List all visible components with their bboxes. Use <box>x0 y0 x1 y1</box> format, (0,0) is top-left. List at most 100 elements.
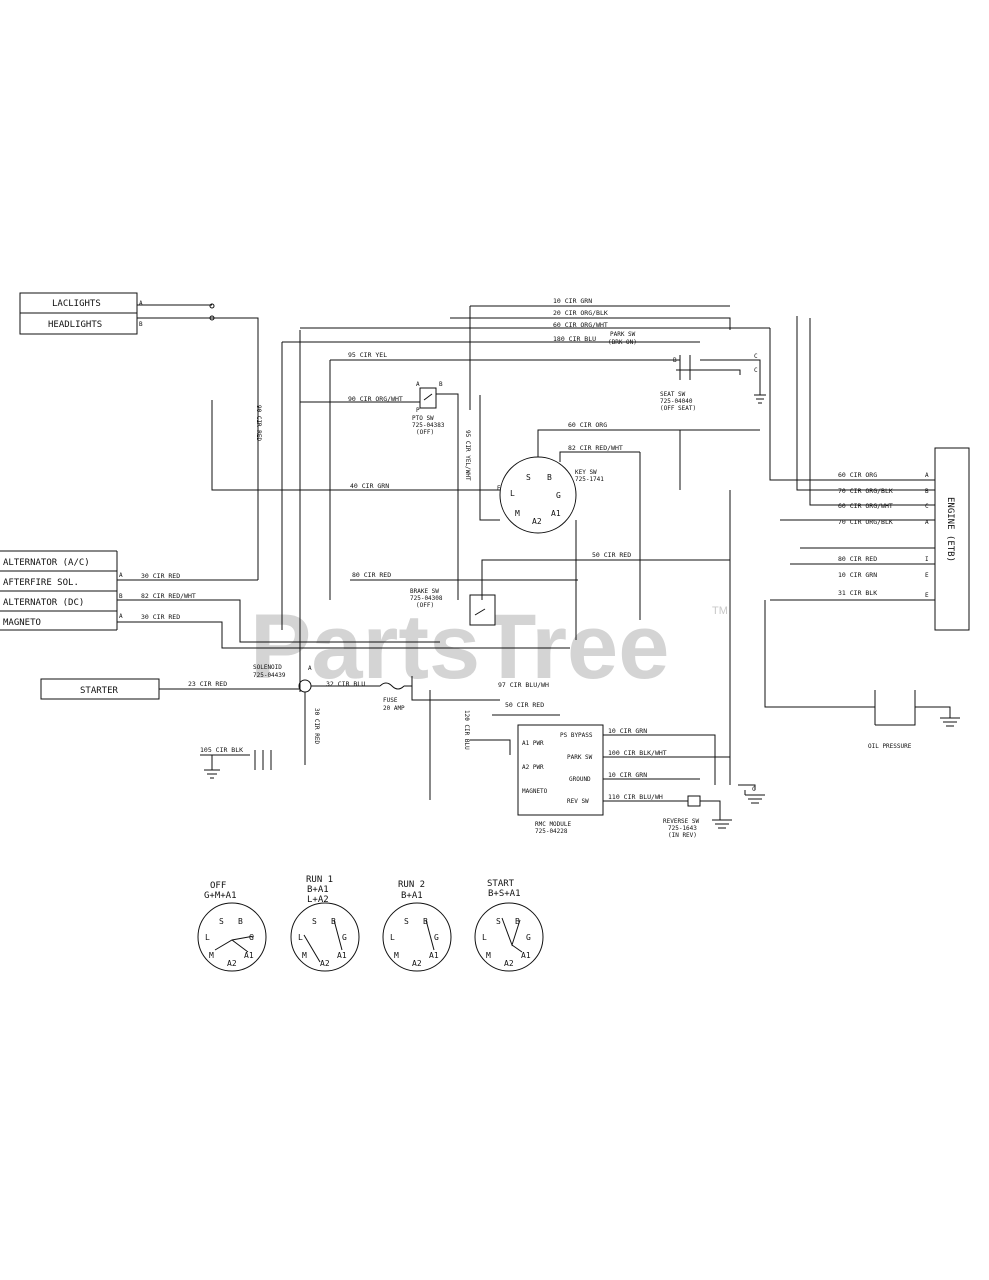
park-sw-sub: (BRK ON) <box>608 339 637 346</box>
pos-start-title: START <box>487 879 515 889</box>
engine-pin-2: B <box>925 488 929 495</box>
rmc-pin-mag: MAGNETO <box>522 788 548 795</box>
pos-off-a1: A1 <box>244 951 254 960</box>
key-b: B <box>547 473 552 482</box>
pos-run1-a1: A1 <box>337 951 347 960</box>
wire-label-w35: 120 CIR BLU <box>463 710 470 750</box>
alt-row3: ALTERNATOR (DC) <box>3 598 84 608</box>
pos-run2-b: B <box>423 917 428 926</box>
pos-run2-l: L <box>390 933 395 942</box>
ground-c: C <box>752 786 756 793</box>
pos-run1-l: L <box>298 933 303 942</box>
wire-label-w23: 32 CIR BLU <box>326 680 365 688</box>
alt-pin-1: A <box>119 572 123 579</box>
wire-label-w19: 82 CIR RED/WHT <box>141 592 196 600</box>
key-f: E <box>497 485 501 492</box>
pos-start-b: B <box>515 917 520 926</box>
engine-box <box>934 447 970 631</box>
pos-run2-s: S <box>404 917 409 926</box>
sol-a: A <box>308 665 312 672</box>
wire-label-w5: 95 CIR YEL <box>348 351 387 359</box>
wire-label-w33: 30 CIR RED <box>313 708 320 745</box>
key-s: S <box>526 473 531 482</box>
engine-pin-1: A <box>925 472 929 479</box>
ground-seat <box>676 369 766 404</box>
engine-pin-6: E <box>925 572 929 579</box>
key-g: G <box>556 491 561 500</box>
solenoid-label: SOLENOID <box>253 664 282 671</box>
key-l: L <box>510 489 515 498</box>
pos-off-g: G <box>249 933 254 942</box>
seat-c: C <box>754 353 758 360</box>
reverse-sw-state: (IN REV) <box>668 832 697 839</box>
rmc-pin-a2: A2 PWR <box>522 764 544 771</box>
wire-label-w10: 82 CIR RED/WHT <box>568 444 623 452</box>
seat-sw-state: (OFF SEAT) <box>660 405 696 412</box>
rmc-label: RMC MODULE <box>535 821 572 828</box>
pos-run2-title: RUN 2 <box>398 880 425 890</box>
fuse-amp: 20 AMP <box>383 705 405 712</box>
wire-label-w11: 60 CIR ORG <box>568 421 607 429</box>
wire-label-w34: 95 CIR YEL/WHT <box>464 430 471 481</box>
pos-run1-s: S <box>312 917 317 926</box>
engine-pin-4: A <box>925 519 929 526</box>
key-a1: A1 <box>551 509 561 518</box>
switch-position-start: START B+S+A1 S B L G M A1 A2 <box>474 879 544 972</box>
wire-label-w27: 100 CIR BLK/WHT <box>608 749 667 757</box>
pos-run1-g: G <box>342 933 347 942</box>
wire-label-w18: 80 CIR RED <box>352 571 391 579</box>
pos-start-g: G <box>526 933 531 942</box>
oil-pressure-label: OIL PRESSURE <box>868 743 912 750</box>
key-m: M <box>515 509 520 518</box>
pos-off-b: B <box>238 917 243 926</box>
pos-run1-b: B <box>331 917 336 926</box>
wire-label-w26: 10 CIR GRN <box>608 727 647 735</box>
wire-label-w7: 90 CIR RED <box>255 405 262 442</box>
pos-off-sub: G+M+A1 <box>204 891 237 901</box>
ground-left <box>200 754 250 779</box>
wire-label-w29: 110 CIR BLU/WH <box>608 793 663 801</box>
wire-label-w22: 23 CIR RED <box>188 680 227 688</box>
rmc-pin-rev: REV SW <box>567 798 589 805</box>
engine-pin-5: I <box>925 556 929 563</box>
wire-label-w2: 20 CIR ORG/BLK <box>553 309 608 317</box>
switch-position-run2: RUN 2 B+A1 S B L G M A1 A2 <box>382 880 452 972</box>
rmc-pin-gnd: GROUND <box>569 776 591 783</box>
wire-label-w3: 60 CIR ORG/WHT <box>553 321 608 329</box>
rmc-pin-ps: PS BYPASS <box>560 732 593 739</box>
fuse-label: FUSE <box>383 697 398 704</box>
pos-start-m: M <box>486 951 491 960</box>
reverse-switch <box>687 795 701 807</box>
reverse-sw-label: REVERSE SW <box>663 818 700 825</box>
lights-pin-b: B <box>139 321 143 328</box>
rmc-part: 725-04228 <box>535 828 568 835</box>
ground-rmc <box>738 784 765 804</box>
pos-start-sub: B+S+A1 <box>488 889 521 899</box>
alt-pin-3: A <box>119 613 123 620</box>
seat-sw-part: 725-04040 <box>660 398 693 405</box>
alt-row1: ALTERNATOR (A/C) <box>3 558 90 568</box>
pos-run1-title: RUN 1 <box>306 875 333 885</box>
pos-run2-g: G <box>434 933 439 942</box>
oil-pressure-switch <box>764 600 916 726</box>
rmc-pin-park: PARK SW <box>567 754 593 761</box>
brake-sw-part: 725-04308 <box>410 595 443 602</box>
wire-label-w6: 90 CIR ORG/WHT <box>348 395 403 403</box>
pos-run2-a2: A2 <box>412 959 422 968</box>
rmc-module <box>517 724 604 816</box>
pos-run2-a1: A1 <box>429 951 439 960</box>
key-a2: A2 <box>532 517 542 526</box>
alt-row4: MAGNETO <box>3 618 41 628</box>
wire-label-w12: 70 CIR ORG/BLK <box>838 487 893 495</box>
pos-start-l: L <box>482 933 487 942</box>
pto-switch <box>419 387 437 409</box>
alt-row2: AFTERFIRE SOL. <box>3 578 79 588</box>
pos-off-title: OFF <box>210 881 226 891</box>
park-sw-label: PARK SW <box>610 331 636 338</box>
brake-sw-label: BRAKE SW <box>410 588 439 595</box>
wire-label-w13: 60 CIR ORG/WHT <box>838 502 893 510</box>
lights-row2: HEADLIGHTS <box>48 320 102 330</box>
engine-pin-3: C <box>925 503 929 510</box>
pos-start-s: S <box>496 917 501 926</box>
